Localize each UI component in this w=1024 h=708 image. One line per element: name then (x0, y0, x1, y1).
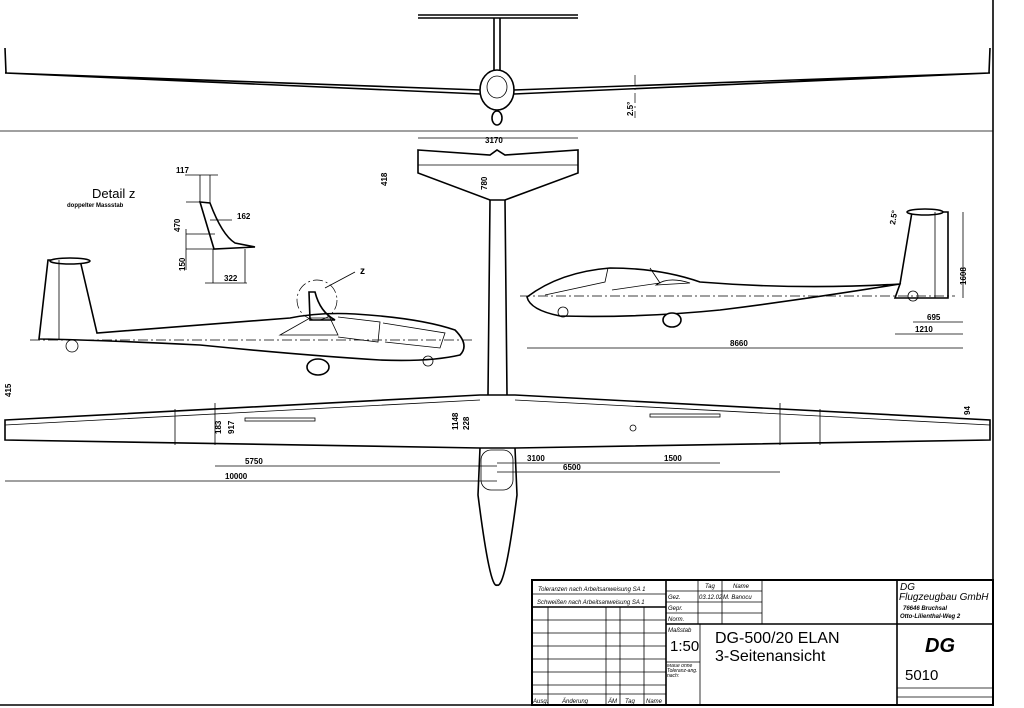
header-aenderung: Änderung (561, 698, 589, 705)
side-view-right: 2.5° 1608 695 1210 8660 (520, 208, 968, 349)
dim-94: 94 (963, 406, 972, 415)
col-tag: Tag (705, 584, 715, 590)
dihedral-label: 2.5° (626, 102, 635, 116)
drawn-date: 03.12.02 (699, 595, 723, 601)
dim-1210: 1210 (915, 325, 933, 334)
title-block: Toleranzen nach Arbeitsanweisung SA 1 Sc… (531, 579, 994, 706)
norm-label: Norm. (668, 617, 684, 623)
header-ausg: Ausg. (532, 699, 548, 705)
scale-label: Maßstab (668, 628, 692, 634)
tail-angle-label: 2.5° (888, 210, 899, 226)
dim-322: 322 (224, 274, 238, 283)
dim-917: 917 (227, 420, 236, 434)
dim-117: 117 (176, 166, 189, 175)
dim-6500: 6500 (563, 463, 581, 472)
top-view: 3170 418 780 415 183 917 1148 228 94 575… (4, 136, 991, 586)
tolerance-reference: Maße ohne Toleranz-ang. nach: (667, 664, 698, 679)
dim-228: 228 (462, 416, 471, 430)
welding-note: Schweißen nach Arbeitsanweisung SA 1 (537, 600, 645, 606)
detail-z: Detail z doppelter Massstab 117 162 470 … (67, 166, 256, 284)
front-view: 2.5° (4, 14, 991, 126)
company-city: 76646 Bruchsal (903, 606, 947, 612)
drawing-number: 5010 (905, 667, 938, 684)
col-name: Name (733, 584, 750, 590)
dim-3170: 3170 (485, 136, 503, 145)
company-name-full: Flugzeugbau GmbH (899, 592, 989, 603)
drawing-subtitle: 3-Seitenansicht (715, 648, 826, 665)
detail-subtitle: doppelter Massstab (67, 203, 124, 209)
dim-418: 418 (380, 172, 389, 186)
tolerance-note: Toleranzen nach Arbeitsanweisung SA 1 (538, 587, 645, 593)
dim-10000: 10000 (225, 472, 248, 481)
dim-5750: 5750 (245, 457, 263, 466)
header-name: Name (646, 699, 663, 705)
dim-183: 183 (214, 420, 223, 434)
drawing-title: DG-500/20 ELAN (715, 630, 840, 647)
dim-3100: 3100 (527, 454, 545, 463)
dim-1148: 1148 (451, 412, 460, 430)
dim-1500: 1500 (664, 454, 682, 463)
dg-logo: DG (925, 635, 955, 657)
dim-695: 695 (927, 313, 941, 322)
company-street: Otto-Lilienthal-Weg 2 (900, 614, 961, 620)
dim-415: 415 (4, 383, 13, 397)
dim-1608: 1608 (959, 267, 968, 285)
dim-162: 162 (237, 212, 251, 221)
header-aem: ÄM (607, 698, 617, 705)
side-view-left: z (30, 257, 475, 376)
detail-marker-z: z (360, 266, 365, 277)
header-tag: Tag (625, 699, 635, 705)
dim-8660: 8660 (730, 339, 748, 348)
detail-title: Detail z (92, 186, 135, 201)
checked-label: Gepr. (668, 606, 683, 612)
dim-470: 470 (173, 218, 182, 232)
drawn-label: Gez. (668, 595, 681, 601)
scale-value: 1:50 (670, 638, 699, 655)
company-name: DG (900, 582, 915, 593)
dim-150: 150 (178, 257, 187, 271)
drawn-name: M. Banocu (723, 595, 752, 601)
dim-780: 780 (480, 176, 489, 190)
